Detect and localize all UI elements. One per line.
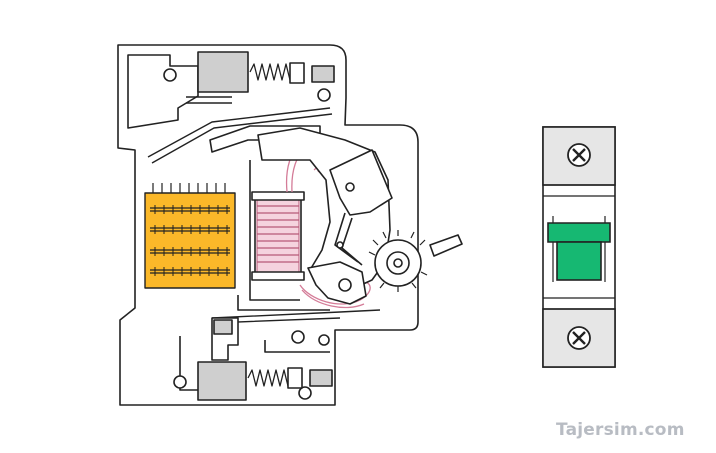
inner-wall-left	[237, 160, 330, 311]
latch-lever	[329, 149, 393, 216]
lower-screw-top	[291, 330, 305, 344]
watermark-text: Tajersim.com	[556, 420, 685, 440]
trip-arm-pivot	[338, 278, 352, 292]
latch-pivot	[345, 182, 355, 192]
upper-spring-cap	[289, 62, 305, 84]
screw-x-icon	[567, 326, 591, 350]
trip-arm	[307, 261, 367, 305]
linkage-pivot	[336, 241, 344, 249]
module-divider-lines	[543, 184, 615, 310]
lower-contact-block	[197, 361, 247, 401]
lower-spring	[247, 369, 293, 387]
upper-spring-end	[311, 65, 335, 83]
lower-screw-right	[298, 386, 312, 400]
upper-pivot	[163, 68, 177, 82]
handle-wheel	[368, 230, 463, 292]
lower-pivot	[173, 375, 187, 389]
toggle-lever	[547, 222, 611, 281]
magnetic-coil	[251, 191, 305, 281]
toggle-body	[556, 241, 602, 281]
toggle-cap	[547, 222, 611, 243]
upper-conductor	[147, 96, 333, 164]
upper-spring	[249, 63, 295, 81]
lower-contact-tip	[213, 319, 233, 335]
lower-screw	[318, 334, 330, 346]
upper-contact-block	[197, 51, 249, 93]
screw-x-icon	[567, 143, 591, 167]
lower-spring-cap	[287, 367, 303, 389]
breaker-front-view	[542, 126, 616, 368]
upper-screw	[317, 88, 331, 102]
arc-chute	[144, 192, 236, 289]
arc-chute-slots	[150, 183, 230, 276]
breaker-cutaway	[117, 44, 463, 406]
lower-terminal-chamber	[179, 336, 330, 391]
upper-terminal-chamber	[127, 54, 199, 129]
lower-spring-end	[309, 369, 333, 387]
